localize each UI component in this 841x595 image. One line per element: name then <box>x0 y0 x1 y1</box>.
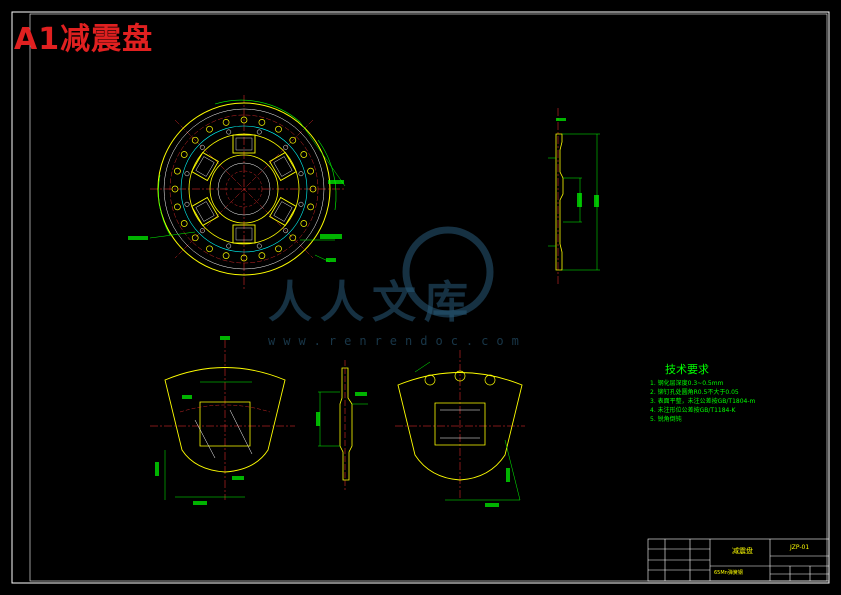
tech-requirements-list: 1. 钢化层深度0.3~0.5mm 2. 铆钉孔处圆角R0.5不大于0.05 3… <box>650 379 755 424</box>
rivet-hole <box>289 234 297 242</box>
tech-requirement-item: 2. 铆钉孔处圆角R0.5不大于0.05 <box>650 389 739 396</box>
title-block <box>647 538 830 582</box>
title-block-material: 65Mn弹簧钢 <box>714 570 743 576</box>
inner-frame <box>29 13 828 582</box>
drawing-title: A1减震盘 <box>14 22 154 57</box>
rivet-hole <box>180 220 188 227</box>
inner-hole <box>256 129 262 135</box>
tech-requirement-item: 4. 未注形位公差按GB/T1184-K <box>650 407 736 414</box>
rivet-hole <box>174 167 181 175</box>
rivet-hole <box>191 234 199 242</box>
rivet-hole <box>206 125 213 133</box>
rivet-hole <box>174 203 181 211</box>
inner-hole <box>298 201 304 207</box>
rivet-hole <box>309 185 317 193</box>
rivet-hole <box>307 203 314 211</box>
tech-requirement-item: 5. 锐角倒钝 <box>650 416 682 423</box>
inner-hole <box>199 228 205 234</box>
rivet-hole <box>300 220 308 227</box>
spring-window <box>269 196 297 227</box>
rivet-hole <box>206 245 213 253</box>
watermark-text: 人人文库 <box>268 277 476 328</box>
inner-hole <box>256 243 262 249</box>
rivet-hole <box>191 136 199 144</box>
rivet-hole <box>258 119 266 126</box>
spring-window <box>269 151 297 182</box>
inner-hole <box>283 144 289 150</box>
tech-requirements-heading: 技术要求 <box>665 363 709 376</box>
inner-hole <box>184 171 190 177</box>
rivet-hole <box>171 185 179 193</box>
inner-hole <box>298 171 304 177</box>
watermark-url: www.renrendoc.com <box>268 334 527 348</box>
inner-hole <box>226 243 232 249</box>
inner-hole <box>184 201 190 207</box>
detail-section-small <box>316 360 368 490</box>
tech-requirement-item: 3. 表面平整，未注公差按GB/T1804-m <box>650 398 756 405</box>
title-block-drawing-no: JZP-01 <box>790 544 810 551</box>
inner-hole <box>226 129 232 135</box>
spring-window <box>191 151 219 182</box>
rivet-hole <box>240 254 248 262</box>
outer-frame <box>11 11 830 584</box>
title-block-part-name: 减震盘 <box>732 547 753 555</box>
side-section-view <box>548 108 600 285</box>
rivet-hole <box>307 167 314 175</box>
watermark-emblem <box>402 226 494 318</box>
inner-hole <box>199 144 205 150</box>
spring-window <box>232 134 256 154</box>
detail-view-left <box>150 336 295 505</box>
rivet-hole <box>275 125 282 133</box>
rivet-hole <box>275 245 282 253</box>
rivet-hole <box>289 136 297 144</box>
rivet-hole <box>240 116 248 124</box>
disc-front-view <box>128 95 346 290</box>
tech-requirement-item: 1. 钢化层深度0.3~0.5mm <box>650 380 724 387</box>
rivet-hole <box>180 151 188 158</box>
detail-view-right <box>395 350 525 507</box>
rivet-hole <box>300 151 308 158</box>
spring-window <box>232 224 256 244</box>
inner-hole <box>283 228 289 234</box>
spring-window <box>191 196 219 227</box>
rivet-hole <box>222 119 230 126</box>
rivet-hole <box>258 252 266 259</box>
rivet-hole <box>222 252 230 259</box>
